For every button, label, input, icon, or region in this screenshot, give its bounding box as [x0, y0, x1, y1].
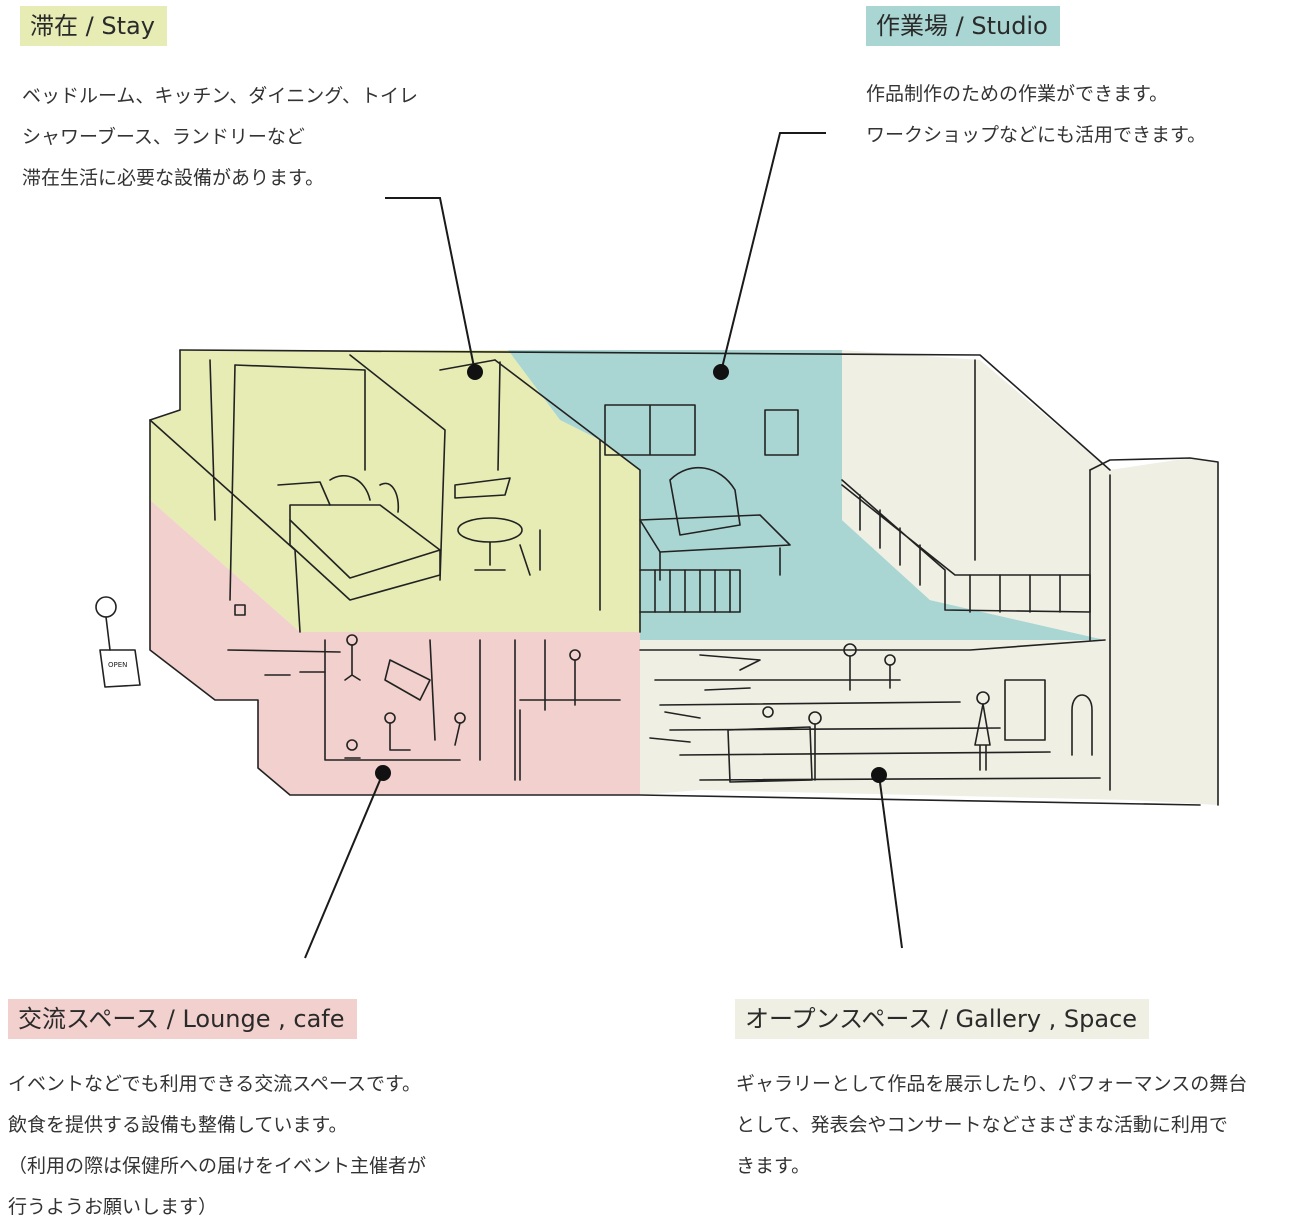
studio-description-line: 作品制作のための作業ができます。 — [866, 83, 1169, 105]
lounge-description-line: イベントなどでも利用できる交流スペースです。 — [8, 1073, 422, 1095]
open-space-description: ギャラリーとして作品を展示したり、パフォーマンスの舞台 として、発表会やコンサー… — [736, 1064, 1247, 1187]
lounge-description: イベントなどでも利用できる交流スペースです。 飲食を提供する設備も整備しています… — [8, 1064, 426, 1228]
studio-description: 作品制作のための作業ができます。 ワークショップなどにも活用できます。 — [866, 74, 1206, 156]
open-space-description-line: ギャラリーとして作品を展示したり、パフォーマンスの舞台 — [736, 1073, 1248, 1095]
studio-zone — [508, 350, 1105, 640]
stay-description-line: シャワーブース、ランドリーなど — [22, 126, 305, 148]
lounge-leader — [304, 772, 384, 959]
stay-description-line: 滞在生活に必要な設備があります。 — [22, 167, 325, 189]
leader-lines — [304, 132, 903, 959]
open-sign-text: OPEN — [108, 661, 127, 669]
lounge-zone — [150, 500, 640, 795]
open-space-description-line: として、発表会やコンサートなどさまざまな活動に利用で — [736, 1114, 1228, 1136]
stay-description-line: ベッドルーム、キッチン、ダイニング、トイレ — [22, 85, 418, 107]
studio-marker-dot — [713, 364, 729, 380]
open-marker-dot — [871, 767, 887, 783]
stay-marker-dot — [467, 364, 483, 380]
stay-leader — [385, 197, 476, 373]
sketch-lines — [95, 349, 1219, 806]
stay-description: ベッドルーム、キッチン、ダイニング、トイレ シャワーブース、ランドリーなど 滞在… — [22, 76, 418, 199]
open-zone — [640, 350, 1218, 805]
open-space-label: オープンスペース / Gallery , Space — [735, 999, 1150, 1039]
studio-label: 作業場 / Studio — [866, 6, 1060, 46]
lounge-marker-dot — [375, 765, 391, 781]
lounge-description-line: （利用の際は保健所への届けをイベント主催者が — [8, 1155, 427, 1177]
lounge-description-line: 行うようお願いします） — [8, 1196, 218, 1218]
studio-leader — [720, 132, 826, 373]
studio-description-line: ワークショップなどにも活用できます。 — [866, 124, 1207, 146]
open-leader — [878, 774, 903, 949]
stay-label: 滞在 / Stay — [20, 6, 167, 46]
lounge-description-line: 飲食を提供する設備も整備しています。 — [8, 1114, 348, 1136]
lounge-label: 交流スペース / Lounge , cafe — [8, 999, 357, 1039]
open-space-description-line: きます。 — [736, 1155, 811, 1177]
